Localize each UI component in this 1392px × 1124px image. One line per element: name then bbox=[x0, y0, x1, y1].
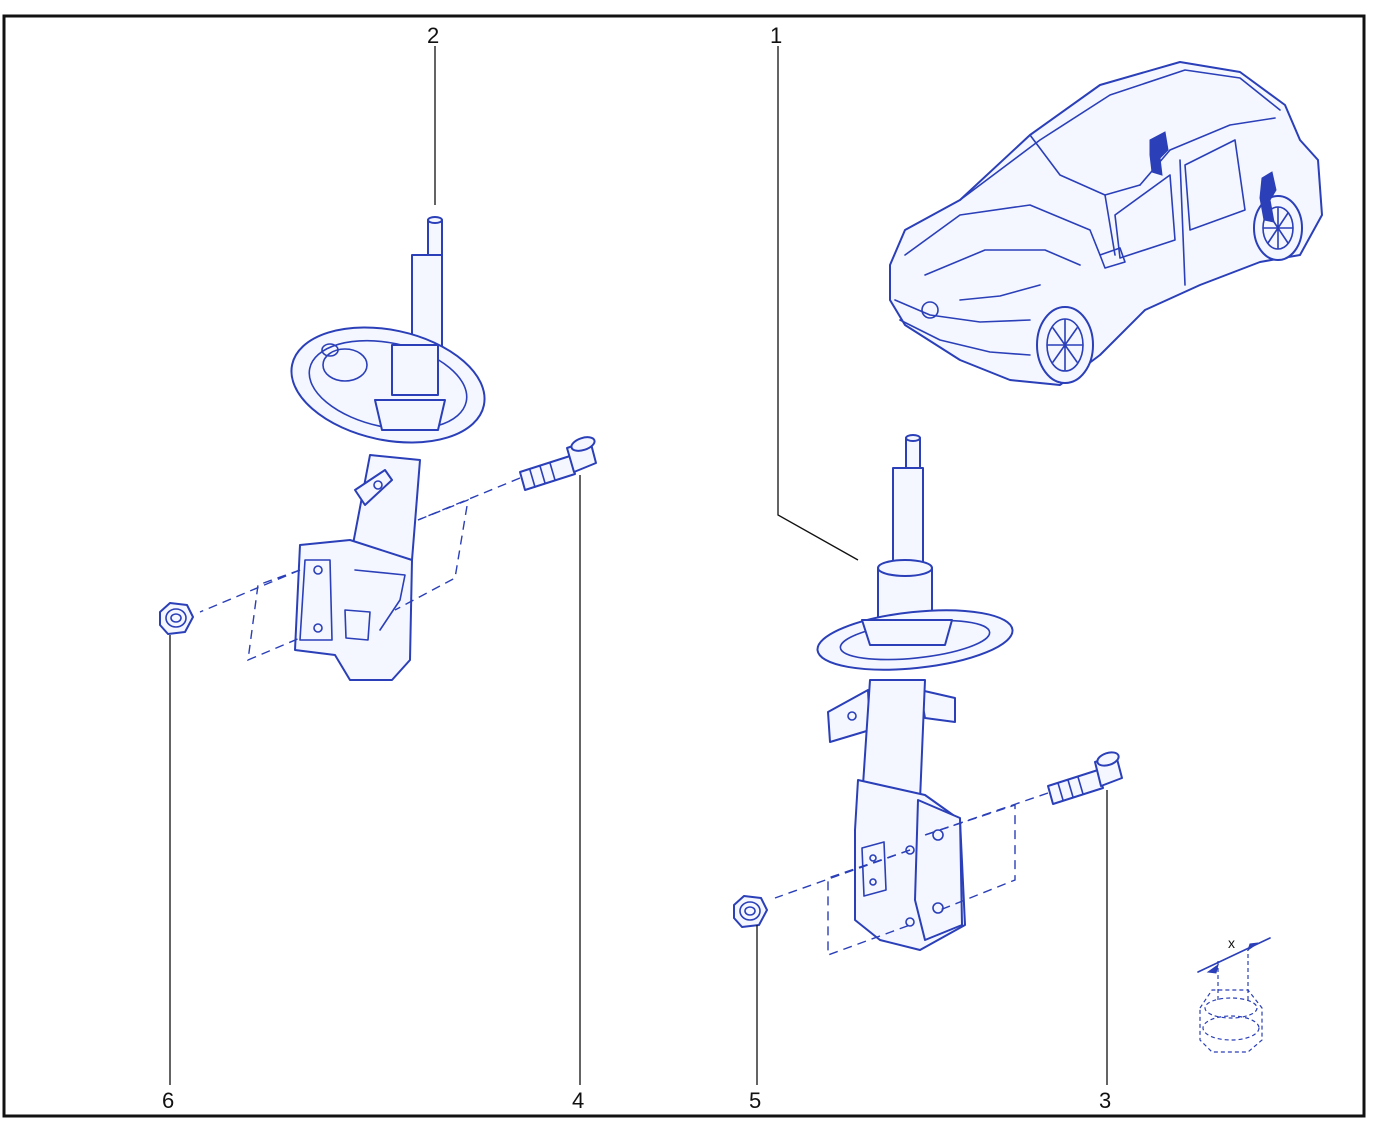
callout-1: 1 bbox=[770, 23, 782, 48]
assembly-lines-left bbox=[199, 477, 521, 662]
nut-dimension-detail: x bbox=[1197, 935, 1271, 1053]
callout-4: 4 bbox=[572, 1088, 584, 1113]
callout-3: 3 bbox=[1099, 1088, 1111, 1113]
dimension-label: x bbox=[1228, 935, 1235, 951]
vehicle-illustration bbox=[889, 61, 1323, 386]
shock-absorber-left bbox=[290, 216, 486, 681]
diagram-frame bbox=[2, 14, 1366, 1118]
callout-6: 6 bbox=[162, 1088, 174, 1113]
bolt-right bbox=[1047, 751, 1123, 805]
nut-left bbox=[159, 602, 194, 635]
callout-leaders bbox=[169, 46, 1108, 1085]
callout-2: 2 bbox=[427, 23, 439, 48]
assembly-lines-right bbox=[774, 792, 1049, 957]
callout-5: 5 bbox=[749, 1088, 761, 1113]
shock-absorber-right bbox=[816, 434, 1014, 951]
bolt-left bbox=[519, 436, 597, 491]
nut-right bbox=[733, 895, 768, 928]
